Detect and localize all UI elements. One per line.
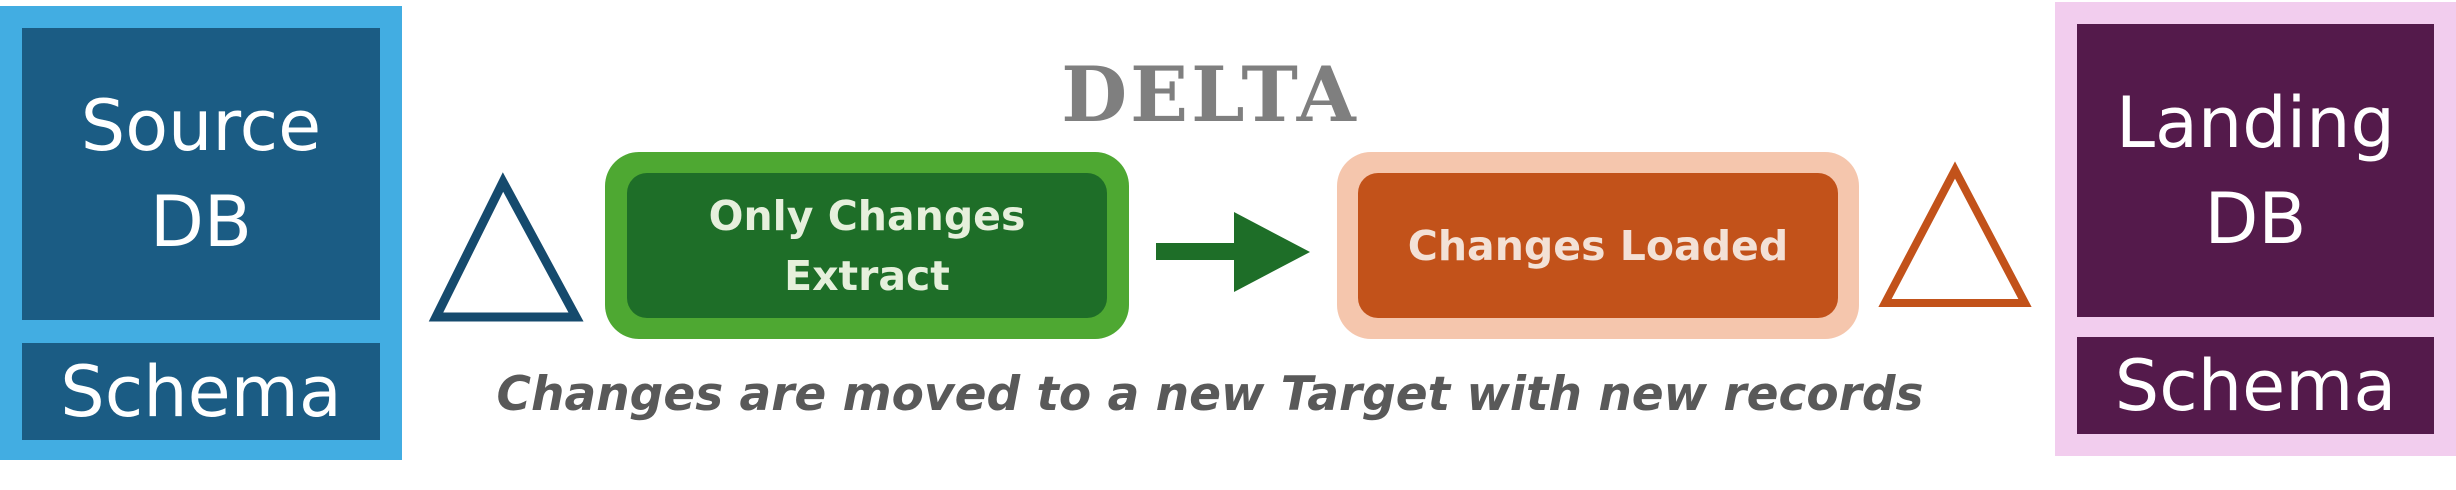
source-schema-label: Schema <box>22 343 380 440</box>
extract-step-label: Only Changes Extract <box>627 173 1107 318</box>
landing-schema-label: Schema <box>2077 337 2434 434</box>
diagram-caption: Changes are moved to a new Target with n… <box>496 367 1924 422</box>
loaded-step-label: Changes Loaded <box>1358 173 1838 318</box>
source-db-label: Source DB <box>22 28 380 320</box>
landing-db-label: Landing DB <box>2077 24 2434 317</box>
left-delta-triangle-icon <box>428 172 584 322</box>
right-delta-triangle-icon <box>1878 161 2032 307</box>
arrow-right-icon <box>1156 212 1310 292</box>
diagram-title: DELTA <box>1061 50 1359 139</box>
